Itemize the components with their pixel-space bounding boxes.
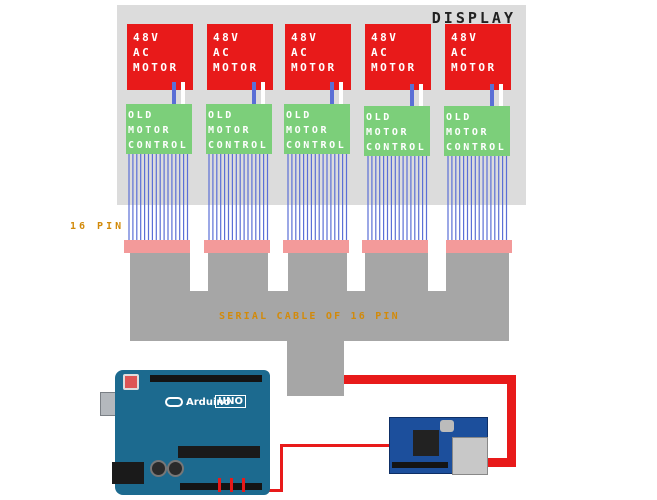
harness-gap	[190, 253, 208, 291]
harness-gap	[347, 253, 365, 291]
motor-blue-lead	[172, 82, 176, 110]
motor-white-lead	[499, 84, 503, 116]
power-jack	[112, 462, 144, 484]
motor-blue-lead	[410, 84, 414, 112]
control-label-control: CONTROL	[208, 140, 269, 151]
motor-block: 48V AC MOTOR	[207, 24, 273, 90]
motor-label-voltage: 48V	[133, 31, 161, 44]
control-label-motor: MOTOR	[446, 127, 490, 138]
motor-blue-lead	[252, 82, 256, 110]
motor-white-lead	[419, 84, 423, 116]
motor-label-type: AC	[451, 46, 470, 59]
pin-connector	[283, 240, 349, 253]
motor-blue-lead	[330, 82, 334, 110]
serial-cable-harness	[130, 253, 509, 341]
control-label-old: OLD	[446, 112, 472, 123]
serial-cable-label: SERIAL CABLE OF 16 PIN	[219, 311, 400, 322]
pin-connector	[362, 240, 428, 253]
motor-label-voltage: 48V	[451, 31, 479, 44]
arduino-brand-text: Arduino	[186, 397, 231, 408]
motor-label-type: AC	[371, 46, 390, 59]
red-link-wire	[486, 458, 516, 467]
motor-label-type: AC	[213, 46, 232, 59]
jumper-wire	[218, 478, 221, 492]
control-label-control: CONTROL	[366, 142, 427, 153]
control-label-old: OLD	[286, 110, 312, 121]
motor-control-block: OLD MOTOR CONTROL	[444, 106, 510, 156]
motor-label-voltage: 48V	[213, 31, 241, 44]
ethernet-header-pins	[392, 462, 448, 468]
arduino-infinity-icon	[165, 397, 183, 407]
crystal-oscillator	[440, 420, 454, 432]
jumper-wire	[230, 478, 233, 492]
serial-cable-tail	[287, 341, 344, 396]
motor-label-voltage: 48V	[291, 31, 319, 44]
reset-button	[123, 374, 139, 390]
motor-block: 48V AC MOTOR	[127, 24, 193, 90]
digital-header-pins	[150, 375, 262, 382]
control-label-control: CONTROL	[128, 140, 189, 151]
red-signal-wire	[280, 444, 283, 492]
motor-block: 48V AC MOTOR	[445, 24, 511, 90]
control-label-old: OLD	[128, 110, 154, 121]
control-label-motor: MOTOR	[286, 125, 330, 136]
motor-control-block: OLD MOTOR CONTROL	[364, 106, 430, 156]
control-label-old: OLD	[366, 112, 392, 123]
analog-header-pins	[180, 483, 262, 490]
red-link-wire	[344, 375, 516, 384]
control-label-motor: MOTOR	[128, 125, 172, 136]
motor-block: 48V AC MOTOR	[365, 24, 431, 90]
capacitor	[167, 460, 184, 477]
control-label-control: CONTROL	[446, 142, 507, 153]
motor-control-block: OLD MOTOR CONTROL	[206, 104, 272, 154]
ribbon-wire-bundles	[128, 154, 508, 240]
jumper-wire	[242, 478, 245, 492]
motor-label-name: MOTOR	[133, 61, 179, 74]
ethernet-controller-chip	[413, 430, 439, 456]
microcontroller-chip	[178, 446, 260, 458]
display-title: DISPLAY	[431, 9, 516, 27]
motor-control-block: OLD MOTOR CONTROL	[284, 104, 350, 154]
harness-gap	[268, 253, 288, 291]
motor-label-type: AC	[133, 46, 152, 59]
arduino-model-text: UNO	[215, 395, 246, 408]
capacitor	[150, 460, 167, 477]
motor-label-voltage: 48V	[371, 31, 399, 44]
control-label-motor: MOTOR	[366, 127, 410, 138]
motor-white-lead	[261, 82, 265, 114]
motor-white-lead	[181, 82, 185, 114]
control-label-old: OLD	[208, 110, 234, 121]
motor-control-block: OLD MOTOR CONTROL	[126, 104, 192, 154]
motor-blue-lead	[490, 84, 494, 112]
motor-label-name: MOTOR	[371, 61, 417, 74]
pin-connector	[446, 240, 512, 253]
motor-label-name: MOTOR	[451, 61, 497, 74]
rj45-jack	[452, 437, 488, 475]
red-signal-wire	[280, 444, 392, 447]
motor-white-lead	[339, 82, 343, 114]
control-label-motor: MOTOR	[208, 125, 252, 136]
pin-connector	[204, 240, 270, 253]
pin-count-label: 16 PIN	[70, 221, 125, 232]
red-link-wire	[507, 375, 516, 467]
motor-label-name: MOTOR	[213, 61, 259, 74]
motor-block: 48V AC MOTOR	[285, 24, 351, 90]
control-label-control: CONTROL	[286, 140, 347, 151]
pin-connector	[124, 240, 190, 253]
motor-label-name: MOTOR	[291, 61, 337, 74]
harness-gap	[428, 253, 446, 291]
motor-label-type: AC	[291, 46, 310, 59]
